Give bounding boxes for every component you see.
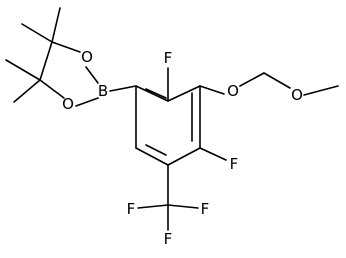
bond-methoxy-o-ch3 xyxy=(303,85,339,96)
atom-ring-oxygen-bottom: O xyxy=(62,95,74,113)
bond-methyl-3 xyxy=(5,59,41,81)
bond-o-bottom-c xyxy=(39,79,65,99)
bond-cf3-f-right xyxy=(167,204,199,209)
bond-ring-c4-c5 xyxy=(167,147,201,166)
bond-ring-to-ether-o xyxy=(199,85,225,95)
bond-ring-to-boron xyxy=(109,85,137,92)
substituent-bonds xyxy=(137,67,339,231)
atom-boron: B xyxy=(98,82,108,100)
bond-boron-o-bottom xyxy=(75,97,99,107)
bond-ring-inner-3 xyxy=(145,144,167,156)
bond-ether-o-ch2 xyxy=(239,72,265,87)
atom-ether-oxygen: O xyxy=(227,82,239,100)
bond-ring-to-f-lower xyxy=(199,147,227,161)
atom-ring-oxygen-top: O xyxy=(81,48,93,66)
atom-labels: B O O F O O F F F F xyxy=(62,48,303,248)
atom-cf3-fluorine-right: F xyxy=(201,200,210,218)
atom-fluorine-lower: F xyxy=(230,155,239,173)
benzene-ring xyxy=(135,85,201,166)
bond-cf3-f-left xyxy=(137,204,169,209)
bond-o-top-c xyxy=(51,41,81,53)
bond-methyl-2 xyxy=(21,23,53,43)
bond-c-c xyxy=(39,41,53,81)
bond-ch2-methoxy-o xyxy=(263,72,291,89)
bond-ring-c2-c3 xyxy=(167,85,201,102)
bond-methyl-1 xyxy=(51,7,61,43)
bond-methyl-4 xyxy=(13,79,41,103)
bond-boron-o-top xyxy=(85,66,99,84)
atom-cf3-fluorine-bottom: F xyxy=(164,230,173,248)
bond-ring-inner-1 xyxy=(145,88,167,99)
atom-methoxy-oxygen: O xyxy=(291,86,303,104)
atom-fluorine-top: F xyxy=(164,49,173,67)
dioxaborolane-ring xyxy=(5,7,137,107)
bond-ring-c5-c6 xyxy=(135,147,169,166)
bond-ring-c1-c2 xyxy=(135,85,169,102)
atom-cf3-fluorine-left: F xyxy=(127,200,136,218)
